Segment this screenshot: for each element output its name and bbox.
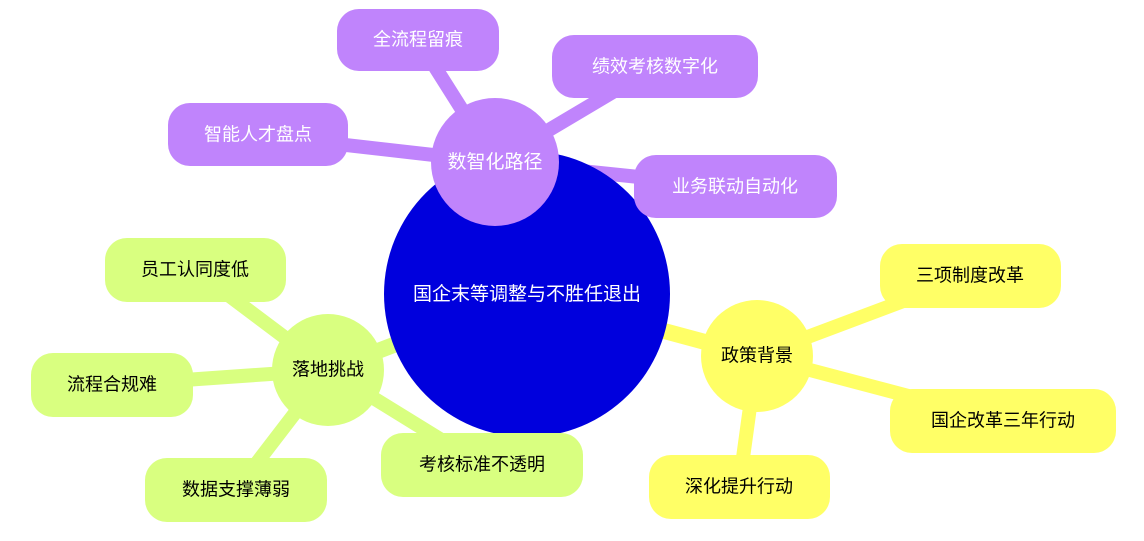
leaf-challenges-1-label: 员工认同度低 — [141, 260, 249, 281]
leaf-digital-1-label: 全流程留痕 — [373, 30, 463, 51]
leaf-policy-2-box — [890, 389, 1116, 453]
leaf-challenges-3-box — [145, 458, 327, 522]
leaf-challenges-2-label: 流程合规难 — [67, 375, 157, 396]
branch-policy-label: 政策背景 — [721, 346, 793, 367]
leaf-digital-3-box — [168, 103, 348, 166]
leaf-policy-3-label: 深化提升行动 — [685, 477, 793, 498]
branch-policy: 政策背景 三项制度改革 国企改革三年行动 深化提升行动 — [649, 244, 1116, 519]
leaf-challenges-4-box — [381, 433, 583, 497]
leaf-challenges-1-box — [105, 238, 286, 302]
branch-challenges-circle — [272, 314, 384, 426]
leaf-digital-4-box — [634, 155, 837, 218]
leaf-challenges-4-label: 考核标准不透明 — [419, 455, 545, 476]
branch-challenges-label: 落地挑战 — [292, 360, 364, 381]
leaf-policy-1-box — [880, 244, 1061, 308]
root-node: 国企末等调整与不胜任退出 — [384, 151, 670, 437]
branch-digital-circle — [431, 98, 559, 226]
leaf-digital-2-box — [552, 35, 758, 98]
leaf-challenges-2-box — [31, 353, 193, 417]
branch-policy-circle — [701, 300, 813, 412]
leaf-digital-4-label: 业务联动自动化 — [672, 177, 798, 198]
branch-digital-label: 数智化路径 — [447, 151, 542, 173]
leaf-policy-2-label: 国企改革三年行动 — [931, 411, 1075, 432]
branch-digital: 数智化路径 全流程留痕 绩效考核数字化 智能人才盘点 业务联动自动化 — [168, 9, 837, 226]
leaf-digital-1-box — [337, 9, 499, 71]
branch-challenges: 落地挑战 员工认同度低 流程合规难 数据支撑薄弱 考核标准不透明 — [31, 238, 583, 522]
leaf-digital-3-label: 智能人才盘点 — [204, 125, 312, 146]
root-node-circle — [384, 151, 670, 437]
leaf-challenges-3-label: 数据支撑薄弱 — [182, 480, 290, 501]
leaf-digital-2-label: 绩效考核数字化 — [592, 57, 718, 78]
root-node-label: 国企末等调整与不胜任退出 — [413, 283, 641, 305]
leaf-policy-1-label: 三项制度改革 — [916, 266, 1024, 287]
leaf-policy-3-box — [649, 455, 830, 519]
